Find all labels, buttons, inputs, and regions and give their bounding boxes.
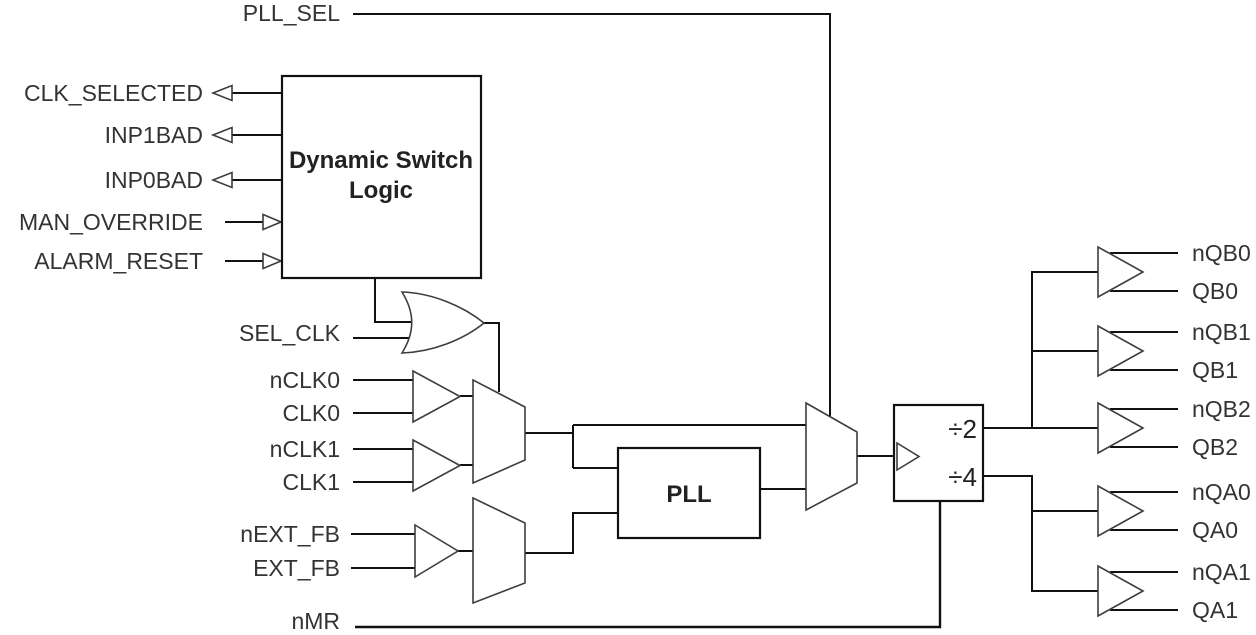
output-arrow-clk-selected (210, 84, 233, 102)
signal-label-nmr: nMR (291, 608, 340, 634)
signal-label-nclk1: nCLK1 (270, 436, 340, 462)
signal-label-nqa1: nQA1 (1192, 559, 1251, 585)
wire-or-to-mux-select (483, 322, 500, 392)
signal-label-nclk0: nCLK0 (270, 367, 340, 393)
signal-label-nqa0: nQA0 (1192, 479, 1251, 505)
signal-label-next-fb: nEXT_FB (240, 521, 340, 547)
wire-fb-mux-to-pll (525, 512, 618, 554)
signal-label-man-override: MAN_OVERRIDE (19, 209, 203, 235)
clock-select-mux (472, 378, 526, 485)
signal-label-inp0bad: INP0BAD (105, 167, 203, 193)
signal-label-qa1: QA1 (1192, 597, 1238, 623)
signal-label-qb2: QB2 (1192, 434, 1238, 460)
signal-label-ext-fb: EXT_FB (253, 555, 340, 581)
signal-label-inp1bad: INP1BAD (105, 122, 203, 148)
feedback-mux (472, 496, 526, 605)
wire-div2-bus-up (1031, 271, 1098, 428)
signal-label-pll-sel: PLL_SEL (243, 0, 340, 26)
output-buffer-qb1 (1097, 324, 1145, 378)
ext-fb-input-buffer (414, 523, 460, 579)
clk1-input-buffer (412, 438, 462, 493)
wire-div4-bus-down (983, 475, 1098, 592)
divider-div4-label: ÷4 (948, 462, 977, 492)
dynamic-switch-logic-block (280, 74, 483, 280)
wire-dsl-to-or-gate (374, 278, 411, 323)
pll-label: PLL (666, 481, 711, 508)
dynamic-switch-logic-label-line1: Dynamic Switch (289, 147, 473, 174)
signal-label-clk-selected: CLK_SELECTED (24, 80, 203, 106)
pll-select-mux (805, 401, 858, 512)
output-arrow-inp0bad (210, 171, 233, 189)
signal-label-nqb1: nQB1 (1192, 319, 1251, 345)
signal-label-qb0: QB0 (1192, 278, 1238, 304)
wire-nmr (355, 501, 942, 629)
input-arrow-alarm-reset (262, 252, 284, 270)
signal-label-clk0: CLK0 (282, 400, 340, 426)
signal-label-nqb2: nQB2 (1192, 396, 1251, 422)
output-arrow-inp1bad (210, 126, 233, 144)
divider-clock-input-marker (896, 441, 921, 472)
pll-block (616, 446, 762, 540)
signal-label-sel-clk: SEL_CLK (239, 320, 341, 346)
divider-div2-label: ÷2 (948, 414, 977, 444)
signal-label-qb1: QB1 (1192, 357, 1238, 383)
dynamic-switch-logic-label-line2: Logic (349, 177, 413, 204)
clk0-input-buffer (412, 369, 462, 424)
output-buffer-qb0 (1097, 245, 1145, 299)
signal-label-alarm-reset: ALARM_RESET (34, 248, 203, 274)
or-gate (400, 291, 486, 354)
output-buffer-qa1 (1097, 564, 1145, 618)
signal-label-nqb0: nQB0 (1192, 240, 1251, 266)
signal-label-clk1: CLK1 (282, 469, 340, 495)
wire-pll-sel (353, 13, 831, 417)
input-arrow-man-override (262, 213, 284, 231)
output-buffer-qa0 (1097, 484, 1145, 538)
signal-label-qa0: QA0 (1192, 517, 1238, 543)
output-buffer-qb2 (1097, 401, 1145, 455)
